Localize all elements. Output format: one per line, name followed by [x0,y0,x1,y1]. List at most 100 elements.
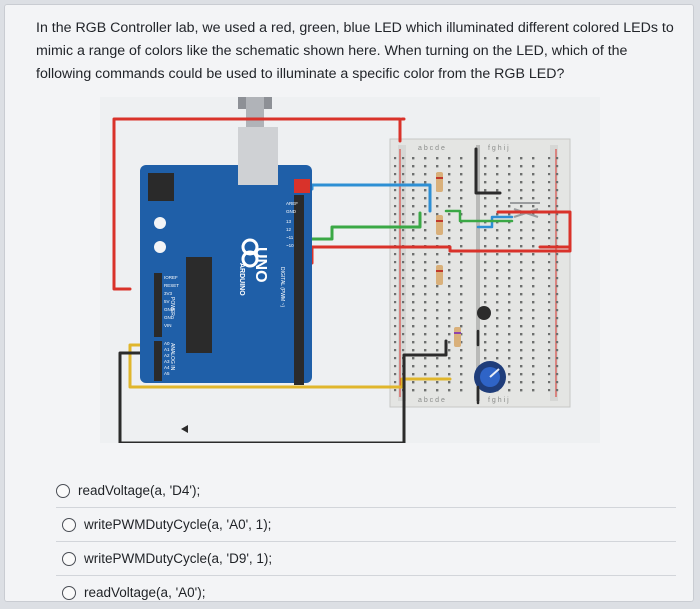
breadboard-hole [508,333,511,336]
digital-pin-label: ~11 [286,235,294,240]
breadboard-hole [412,261,415,264]
breadboard-hole [496,173,499,176]
breadboard-hole [460,373,463,376]
breadboard-hole [484,357,487,360]
breadboard-hole [424,381,427,384]
breadboard-hole [424,357,427,360]
breadboard-hole [484,261,487,264]
option-4[interactable]: readVoltage(a, 'A0'); [56,576,676,609]
breadboard-hole [484,341,487,344]
option-label: writePWMDutyCycle(a, 'D9', 1); [84,551,273,566]
breadboard-hole [424,341,427,344]
breadboard-hole [460,173,463,176]
breadboard-hole [412,309,415,312]
breadboard-hole [412,197,415,200]
breadboard-hole [424,157,427,160]
rail-hole [556,181,559,184]
breadboard-hole [460,301,463,304]
breadboard-hole [448,389,451,392]
rail-hole [556,253,559,256]
radio-button[interactable] [56,483,70,498]
breadboard-hole [424,269,427,272]
breadboard-hole [412,381,415,384]
breadboard-hole [424,373,427,376]
breadboard-hole [460,349,463,352]
breadboard-hole [460,205,463,208]
breadboard-hole [520,317,523,320]
breadboard-hole [520,333,523,336]
breadboard-hole [520,277,523,280]
breadboard-hole [424,389,427,392]
option-3[interactable]: writePWMDutyCycle(a, 'D9', 1); [56,542,676,576]
breadboard-hole [436,341,439,344]
breadboard-hole [412,253,415,256]
rail-hole [548,253,551,256]
breadboard-hole [508,229,511,232]
rail-hole [402,301,405,304]
breadboard-hole [412,317,415,320]
option-2[interactable]: writePWMDutyCycle(a, 'A0', 1); [56,508,676,542]
breadboard-hole [496,349,499,352]
rail-hole [548,301,551,304]
breadboard-hole [484,189,487,192]
breadboard-hole [448,365,451,368]
rail-hole [394,229,397,232]
breadboard-hole [460,389,463,392]
rail-hole [556,221,559,224]
analog-pin-label: A1 [164,347,170,352]
rail-hole [556,301,559,304]
rail-hole [394,317,397,320]
breadboard-hole [532,381,535,384]
breadboard-hole [532,293,535,296]
rail-hole [394,157,397,160]
breadboard-hole [448,277,451,280]
circuit-diagram: a b c d e f g h i j a b c d e f g h i j [100,97,600,445]
breadboard-hole [532,373,535,376]
radio-button[interactable] [62,551,76,566]
sensor-icon [477,306,491,320]
rail-hole [394,221,397,224]
breadboard-hole [520,189,523,192]
analog-pin-label: A3 [164,359,170,364]
mouse-cursor-icon [181,425,188,433]
breadboard-hole [496,277,499,280]
breadboard-hole [436,165,439,168]
rail-hole [556,157,559,160]
breadboard-hole [436,365,439,368]
breadboard-hole [412,285,415,288]
rail-hole [548,309,551,312]
rail-hole [556,293,559,296]
rail-hole [556,269,559,272]
breadboard-hole [532,213,535,216]
breadboard-hole [412,165,415,168]
breadboard-hole [508,173,511,176]
breadboard-hole [460,229,463,232]
rail-hole [394,269,397,272]
rail-hole [556,325,559,328]
breadboard-hole [532,341,535,344]
breadboard-hole [496,293,499,296]
breadboard-hole [496,285,499,288]
rail-hole [394,253,397,256]
breadboard-hole [484,173,487,176]
breadboard-hole [436,325,439,328]
breadboard-hole [448,309,451,312]
breadboard-hole [424,333,427,336]
radio-button[interactable] [62,585,76,600]
rail-hole [402,325,405,328]
rail-hole [548,269,551,272]
radio-button[interactable] [62,517,76,532]
power-pin-label: 5V [164,299,170,304]
breadboard-hole [448,341,451,344]
breadboard-hole [532,269,535,272]
rail-hole [394,357,397,360]
breadboard-hole [532,309,535,312]
rail-hole [556,317,559,320]
breadboard-hole [508,213,511,216]
breadboard-hole [520,253,523,256]
breadboard-hole [424,301,427,304]
rail-hole [402,285,405,288]
option-1[interactable]: readVoltage(a, 'D4'); [56,474,676,508]
resistor [436,265,443,285]
breadboard-hole [412,333,415,336]
